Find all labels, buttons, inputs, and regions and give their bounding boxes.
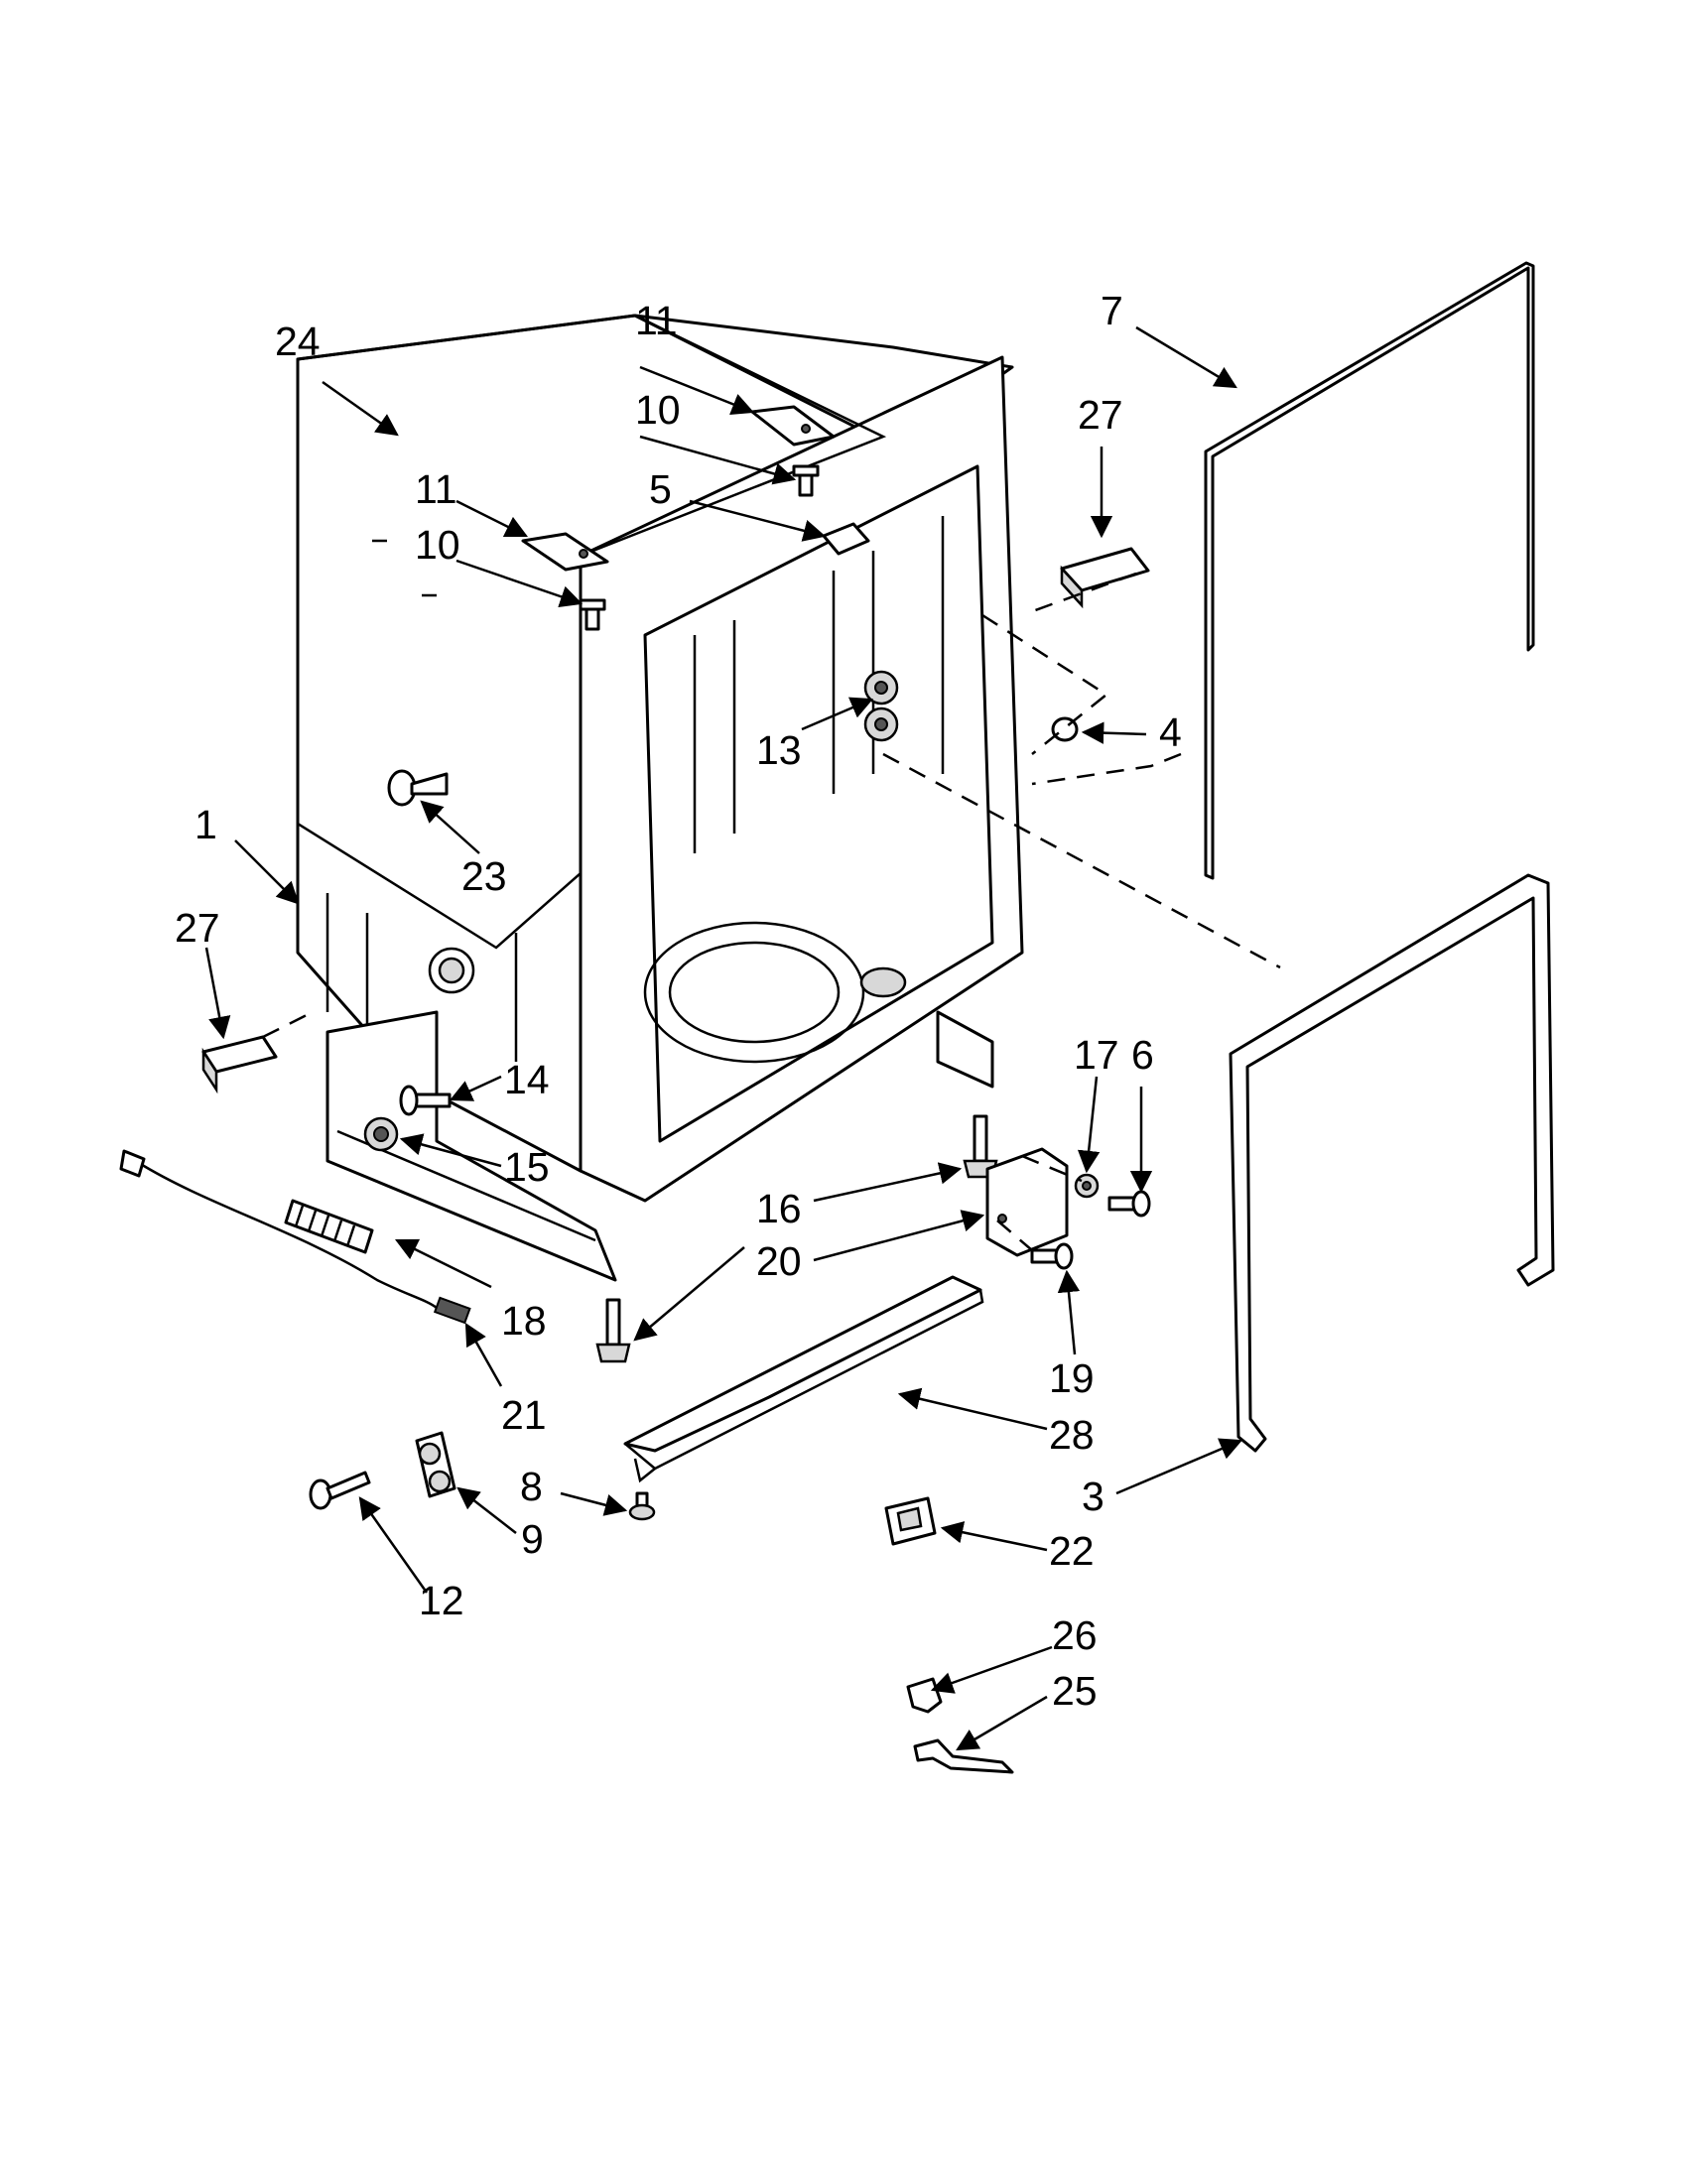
mounting-bracket-lower [521,532,609,572]
base-plate [623,1275,984,1483]
callout-3: 3 [1082,1474,1104,1519]
gasket-7 [1204,261,1535,880]
callout-21: 21 [501,1392,547,1438]
leveling-leg-left [595,1298,631,1363]
callout-15: 15 [504,1144,550,1190]
callout-labels: 24 11 10 11 10 5 13 23 7 27 4 1 27 14 15… [175,288,1182,1714]
leader-lines [204,325,1243,1751]
callout-19: 19 [1049,1355,1095,1401]
foot [628,1491,656,1521]
callout-12: 12 [419,1578,464,1623]
callout-28: 28 [1049,1412,1095,1458]
callout-13: 13 [756,727,802,773]
coil-spring [284,1199,374,1254]
wire-harness [119,1149,438,1310]
callout-5: 5 [649,466,672,512]
callout-4: 4 [1159,709,1182,755]
tub-assembly [296,314,1024,1282]
clip-part [822,522,870,556]
gasket-3 [1229,873,1555,1453]
bolt [309,1471,371,1510]
mounting-bracket-upper [750,405,836,447]
leveling-leg-right [963,1114,998,1179]
callout-11-lower: 11 [415,466,457,512]
push-pin [387,769,449,807]
callout-8: 8 [520,1464,543,1509]
grommet-pair [415,1431,456,1498]
callout-11-upper: 11 [635,298,678,343]
nut [1074,1173,1100,1199]
switch-module [884,1496,937,1546]
callout-26: 26 [1052,1612,1098,1658]
screw-leg [1030,1242,1074,1270]
callout-14: 14 [504,1057,550,1102]
screw-bracket [1107,1190,1151,1218]
leg-bracket [985,1147,1069,1257]
sensor-21 [433,1296,471,1325]
callout-9: 9 [521,1516,544,1562]
callout-27-upper: 27 [1078,392,1123,438]
callout-1: 1 [195,802,217,847]
callout-16-upper: 16 [756,1186,802,1231]
spacer-lower [201,1035,278,1094]
callout-23: 23 [461,853,507,899]
callout-10-upper: 10 [635,387,681,433]
callout-27-lower: 27 [175,905,220,951]
callout-17: 17 [1074,1032,1119,1078]
callout-22: 22 [1049,1528,1095,1574]
callout-7: 7 [1101,288,1123,333]
callout-25: 25 [1052,1668,1098,1714]
latch-clip [906,1677,943,1714]
callout-10-lower: 10 [415,522,460,568]
callout-18: 18 [501,1298,547,1344]
callout-20: 20 [756,1238,802,1284]
callout-6: 6 [1131,1032,1154,1078]
latch-bracket [913,1738,1014,1774]
callout-24: 24 [275,319,321,364]
grommet [363,1116,399,1152]
screw-side [399,1085,452,1116]
